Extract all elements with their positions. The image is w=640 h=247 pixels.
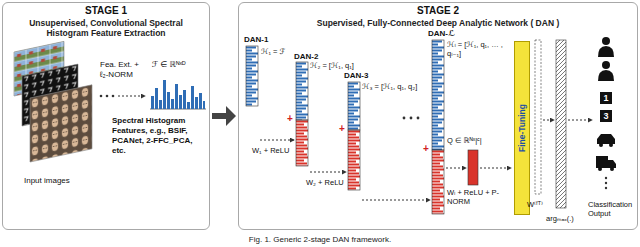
layer-input: ℋ₂ = [ℋ₁, q₁]: [310, 61, 354, 70]
stage-title: STAGE 2: [239, 5, 637, 17]
layer-op: W₁ + ReLU: [252, 146, 289, 155]
output-icons: [596, 37, 616, 171]
histogram: [150, 80, 206, 109]
concat-mark: +: [423, 144, 429, 154]
layer-input: ℋ₃ = [ℋ₁, q₁, q₂]: [362, 82, 417, 91]
class-icon: 3: [600, 110, 612, 122]
image-caption: Input images: [24, 176, 70, 186]
concat-mark: +: [339, 124, 345, 134]
arrow-head: [226, 106, 236, 126]
decision-op: argₘₐₓ(.): [546, 214, 574, 223]
stage-arrow: [212, 106, 236, 126]
layer-name: DAN-2: [294, 52, 318, 62]
stage-subtitle: Supervised, Fully-Connected Deep Analyti…: [253, 18, 623, 28]
layer-name: DAN-ℒ: [428, 29, 455, 39]
layer-name: DAN-1: [244, 35, 268, 45]
arrow-shaft: [212, 113, 226, 119]
class-icon: 1: [600, 92, 612, 104]
layer-name: DAN-3: [344, 71, 368, 81]
figure-caption: Fig. 1. Generic 2-stage DAN framework.: [0, 235, 640, 245]
fine-tuning-box: Fine-Tuning: [514, 41, 530, 215]
weight-symbol: W⁽ᶠᵀ⁾: [527, 200, 543, 209]
layer-arrows: [260, 120, 592, 200]
image-mosaic: [14, 41, 92, 162]
stage-subtitle: Unsupervised, Convolutional Spectral His…: [17, 18, 195, 38]
feature-note: Spectral Histogram Features, e.g., BSIF,…: [112, 116, 208, 156]
concat-mark: +: [287, 114, 293, 124]
feature-arrow: [100, 95, 145, 98]
box-label: Fine-Tuning: [517, 104, 527, 152]
matrix-symbol: Q ∈ ℝᴺˣ|ᶜ|: [447, 136, 482, 145]
layer-input: ℋ₁ = ℱ: [261, 47, 285, 56]
matrix-symbol: ℱ ∈ ℝᴺˣᴰ: [152, 60, 186, 70]
layer-op: Wₗ + ReLU + P-NORM: [447, 188, 509, 206]
stage-title: STAGE 1: [3, 5, 209, 17]
layer-input: ℋₗ = [ℋ₁, q₁, … , qₗ₋₁]: [447, 40, 509, 58]
dan-columns: [246, 40, 566, 214]
layer-op: W₂ + ReLU: [306, 178, 344, 187]
process-note: Fea. Ext. + ℓ₂-NORM: [100, 60, 148, 80]
ellipsis-dots: [403, 117, 608, 190]
output-note: Classification Output: [588, 200, 638, 218]
